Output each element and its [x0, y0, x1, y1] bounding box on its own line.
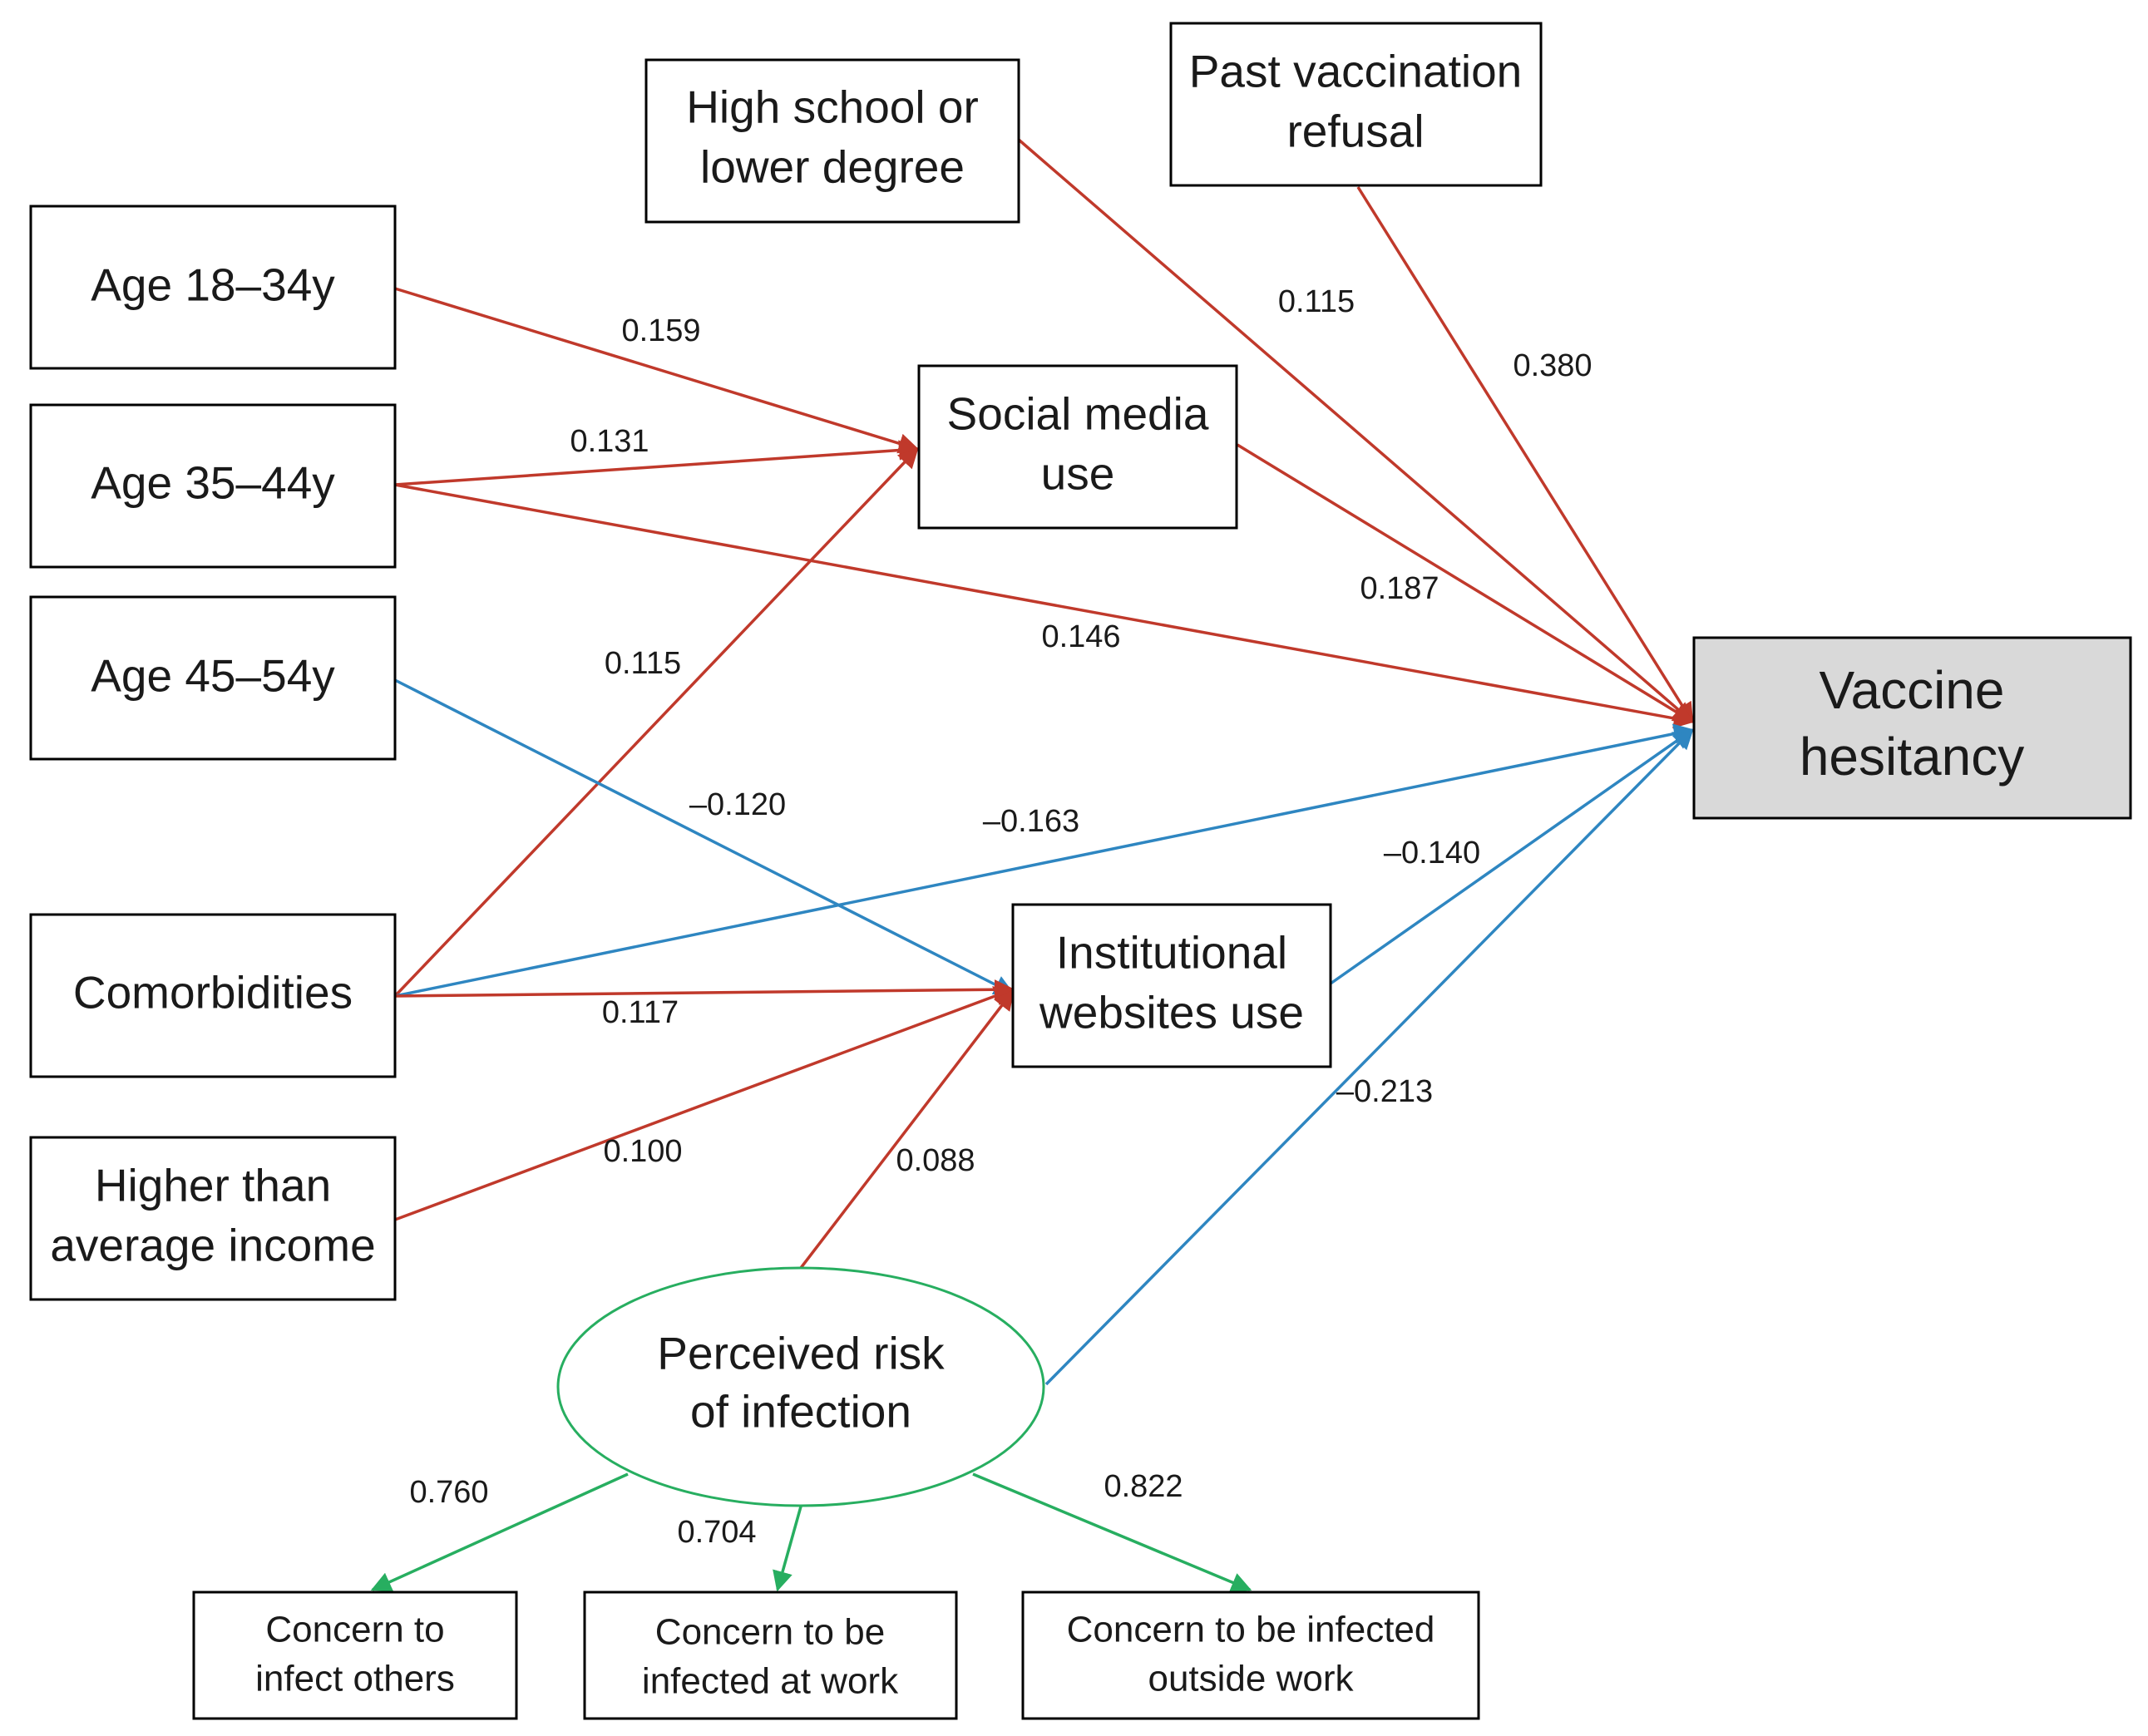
path-high-school-to-vaccine-hesitancy [1017, 138, 1694, 723]
coef-age35-social-media: 0.131 [570, 424, 649, 459]
path-age35-to-social-media [394, 440, 920, 486]
path-social-media-to-vaccine-hesitancy [1237, 443, 1695, 723]
path-age18-to-social-media [394, 287, 920, 454]
coef-high-school-vaccine-hesitancy: 0.115 [1278, 284, 1355, 319]
node-concern-infected-outside-work: Concern to be infected outside work [1021, 1591, 1480, 1720]
node-perceived-risk: Perceived risk of infection [556, 1266, 1045, 1507]
node-label-line2: outside work [1148, 1659, 1354, 1699]
coef-comorbidities-social-media: 0.115 [605, 646, 681, 681]
node-label-line1: Social media [947, 388, 1209, 440]
node-vaccine-hesitancy: Vaccine hesitancy [1692, 636, 2132, 820]
node-label-line1: Concern to be infected [1067, 1610, 1435, 1650]
coef-loading-concern-others: 0.760 [409, 1475, 488, 1510]
node-age-45-54: Age 45–54y [29, 595, 397, 761]
path-age35-to-vaccine-hesitancy [394, 483, 1695, 729]
path-perceived-risk-to-institutional [799, 989, 1015, 1270]
node-label: Comorbidities [73, 967, 353, 1018]
coef-loading-concern-outside: 0.822 [1104, 1469, 1183, 1504]
node-age-35-44: Age 35–44y [29, 403, 397, 569]
node-concern-infected-at-work: Concern to be infected at work [583, 1591, 958, 1720]
node-label: Age 18–34y [91, 259, 335, 311]
loading-concern-others [370, 1472, 629, 1592]
coef-social-media-vaccine-hesitancy: 0.187 [1360, 571, 1439, 606]
node-label-line2: average income [50, 1220, 375, 1271]
coef-comorbidities-institutional: 0.117 [602, 995, 679, 1030]
coef-age18-social-media: 0.159 [621, 313, 700, 348]
path-income-to-institutional [394, 986, 1015, 1221]
node-label-line1: Concern to [265, 1610, 444, 1650]
node-label-line2: of infection [690, 1386, 911, 1438]
node-past-vaccination-refusal: Past vaccination refusal [1169, 22, 1543, 187]
node-comorbidities: Comorbidities [29, 913, 397, 1078]
node-high-school: High school or lower degree [644, 58, 1020, 224]
path-comorbidities-to-social-media [393, 447, 919, 998]
node-label-line1: High school or [686, 81, 979, 133]
node-label: Age 45–54y [91, 650, 335, 702]
node-label-line1: Vaccine [1820, 660, 2005, 720]
coef-perceived-risk-vaccine-hesitancy: –0.213 [1336, 1074, 1433, 1109]
path-age45-to-institutional [394, 678, 1015, 995]
node-label-line2: infect others [255, 1659, 455, 1699]
coef-institutional-vaccine-hesitancy: –0.140 [1384, 836, 1480, 870]
node-label-line2: hesitancy [1800, 727, 2024, 787]
node-label-line1: Higher than [95, 1160, 331, 1211]
coef-age45-institutional: –0.120 [689, 787, 786, 822]
node-label-line1: Concern to be [655, 1612, 885, 1653]
node-age-18-34: Age 18–34y [29, 205, 397, 370]
loading-concern-work [773, 1506, 802, 1592]
coefficient-labels: 0.159 0.131 0.146 0.115 –0.120 –0.163 0.… [409, 284, 1592, 1550]
node-label: Age 35–44y [91, 457, 335, 509]
path-past-refusal-to-vaccine-hesitancy [1356, 186, 1694, 724]
loading-concern-outside [972, 1472, 1252, 1592]
node-higher-income: Higher than average income [29, 1136, 397, 1301]
path-institutional-to-vaccine-hesitancy [1329, 728, 1695, 985]
node-label-line1: Perceived risk [657, 1328, 945, 1379]
coef-perceived-risk-institutional: 0.088 [896, 1143, 975, 1178]
coef-past-refusal-vaccine-hesitancy: 0.380 [1513, 348, 1592, 383]
path-perceived-risk-to-vaccine-hesitancy [1044, 728, 1694, 1386]
node-institutional-websites-use: Institutional websites use [1011, 903, 1332, 1068]
path-lines [370, 138, 1695, 1592]
coef-comorbidities-vaccine-hesitancy: –0.163 [983, 804, 1079, 839]
path-comorbidities-to-institutional [394, 979, 1015, 1000]
node-label-line1: Past vaccination [1189, 46, 1523, 97]
node-label-line2: infected at work [642, 1661, 899, 1702]
coef-loading-concern-work: 0.704 [677, 1515, 756, 1550]
coef-age35-vaccine-hesitancy: 0.146 [1041, 619, 1120, 654]
node-concern-infect-others: Concern to infect others [192, 1591, 518, 1720]
node-label-line2: use [1041, 448, 1115, 500]
path-comorbidities-to-vaccine-hesitancy [394, 723, 1695, 998]
coef-income-institutional: 0.100 [603, 1134, 682, 1169]
node-social-media-use: Social media use [917, 364, 1238, 530]
node-label-line1: Institutional [1056, 927, 1287, 979]
node-label-line2: refusal [1286, 106, 1424, 157]
node-label-line2: lower degree [700, 141, 965, 193]
node-label-line2: websites use [1039, 987, 1304, 1038]
